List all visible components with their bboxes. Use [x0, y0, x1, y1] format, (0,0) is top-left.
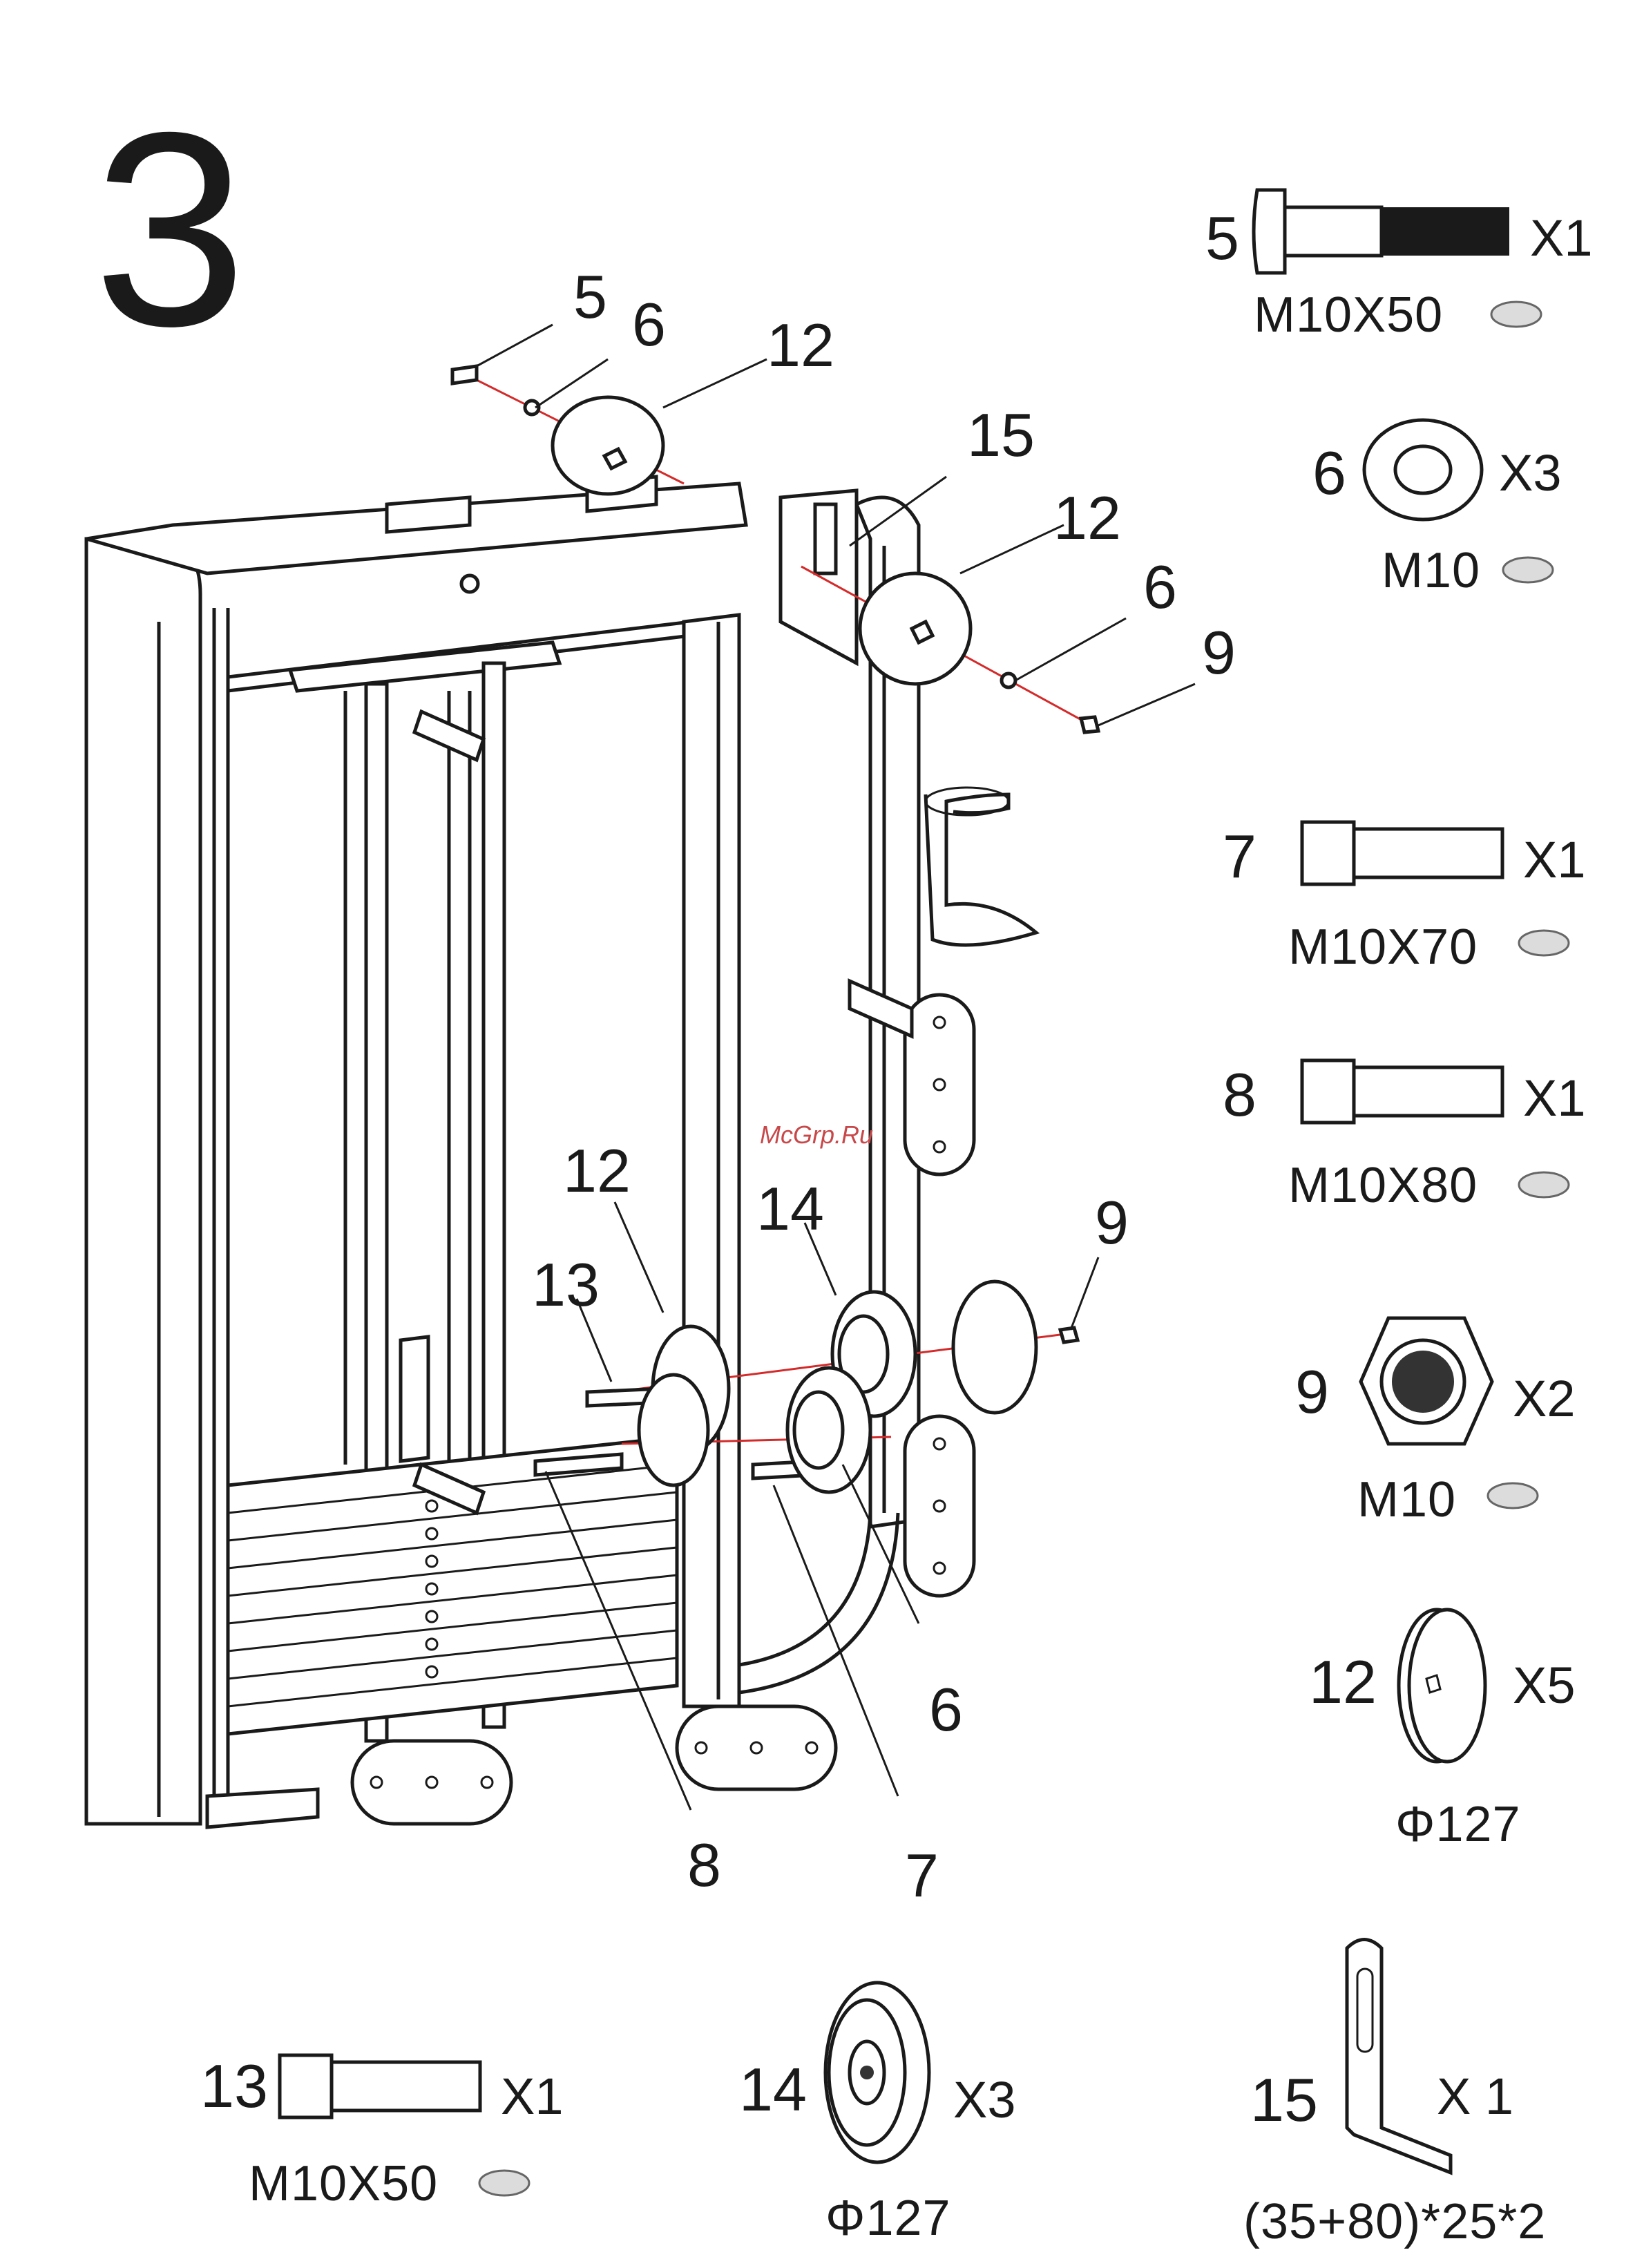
- part-7-number: 7: [1223, 822, 1256, 890]
- part-5-qty: X1: [1530, 209, 1593, 267]
- part-15: 15 X 1 (35+80)*25*2: [1243, 1940, 1546, 2250]
- part-8-spec: M10X80: [1288, 1158, 1478, 1213]
- part-9-qty: X2: [1513, 1370, 1576, 1427]
- part-15-qty: X 1: [1437, 2068, 1513, 2125]
- callout-15-right: 15: [967, 401, 1035, 469]
- part-13-number: 13: [200, 2052, 268, 2120]
- part-12: 12 X5 Φ127: [1309, 1610, 1576, 1852]
- part-7: 7 X1 M10X70: [1223, 822, 1586, 975]
- watermark: McGrp.Ru: [760, 1121, 873, 1149]
- part-8-qty: X1: [1523, 1069, 1586, 1127]
- part-14: 14 X3 Φ127: [739, 1983, 1016, 2246]
- part-14-spec: Φ127: [825, 2191, 951, 2246]
- part-15-number: 15: [1250, 2066, 1318, 2134]
- part-6-qty: X3: [1499, 444, 1562, 502]
- part-8-oval: [1519, 1172, 1569, 1197]
- callout-12-right: 12: [1053, 484, 1121, 552]
- part-5: 5 X1 M10X50: [1205, 190, 1593, 343]
- part-13: 13 X1 M10X50: [200, 2052, 564, 2211]
- callout-6-right: 6: [1143, 553, 1177, 621]
- part-7-spec: M10X70: [1288, 919, 1478, 975]
- step-number: 3: [93, 75, 247, 383]
- part-9-number: 9: [1295, 1357, 1329, 1426]
- callout-6-low: 6: [929, 1675, 963, 1744]
- part-5-spec: M10X50: [1254, 287, 1443, 343]
- part-6-oval: [1503, 558, 1553, 582]
- part-12-qty: X5: [1513, 1657, 1576, 1714]
- callout-5-top: 5: [573, 263, 607, 331]
- callout-14-low: 14: [756, 1174, 824, 1243]
- part-6: 6 X3 M10: [1312, 420, 1562, 598]
- part-13-spec: M10X50: [249, 2156, 438, 2211]
- part-6-number: 6: [1312, 439, 1346, 507]
- callout-8-low: 8: [687, 1831, 721, 1899]
- part-9: 9 X2 M10: [1295, 1318, 1576, 1527]
- part-5-number: 5: [1205, 204, 1239, 272]
- part-15-spec: (35+80)*25*2: [1243, 2194, 1546, 2249]
- part-7-oval: [1519, 931, 1569, 955]
- callout-7-low: 7: [905, 1841, 939, 1909]
- part-6-spec: M10: [1382, 543, 1480, 598]
- part-13-oval: [479, 2171, 529, 2195]
- part-7-qty: X1: [1523, 831, 1586, 888]
- part-13-qty: X1: [501, 2068, 564, 2125]
- part-9-oval: [1488, 1483, 1538, 1508]
- part-5-oval: [1491, 302, 1541, 327]
- part-9-spec: M10: [1357, 1472, 1456, 1527]
- part-8-number: 8: [1223, 1060, 1256, 1129]
- part-12-spec: Φ127: [1395, 1797, 1521, 1852]
- part-8: 8 X1 M10X80: [1223, 1060, 1586, 1213]
- callout-9-low: 9: [1095, 1188, 1129, 1257]
- callout-12-low: 12: [563, 1136, 631, 1205]
- callout-13-low: 13: [532, 1250, 600, 1319]
- callout-12-top: 12: [767, 311, 834, 379]
- callout-6-top: 6: [632, 290, 666, 359]
- top-pulley-exploded: [452, 325, 767, 494]
- callout-9-right: 9: [1202, 618, 1236, 687]
- part-14-qty: X3: [953, 2071, 1016, 2128]
- part-14-number: 14: [739, 2055, 807, 2124]
- part-12-number: 12: [1309, 1648, 1377, 1716]
